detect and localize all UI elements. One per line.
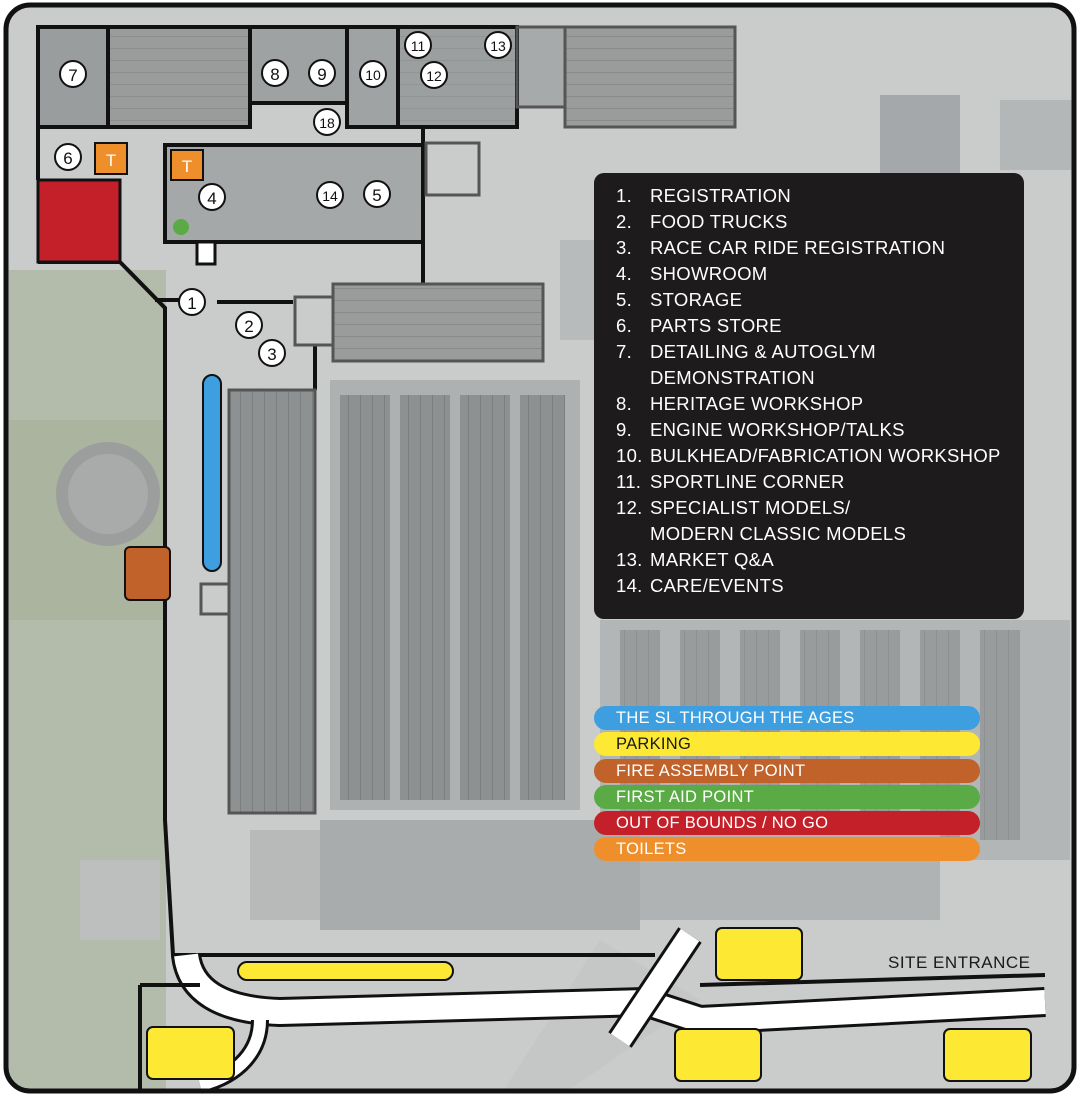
legend-item-detailing: 7.DETAILING & AUTOGLYM DEMONSTRATION (616, 341, 876, 388)
svg-text:T: T (182, 157, 192, 176)
roads (140, 927, 1046, 1094)
svg-text:10: 10 (365, 67, 381, 83)
marker-6: 6 (54, 143, 82, 171)
svg-text:4: 4 (207, 189, 216, 208)
legend-list: 1.REGISTRATION 2.FOOD TRUCKS 3.RACE CAR … (594, 173, 1024, 599)
marker-7: 7 (59, 60, 87, 88)
sl-through-ages-zone (202, 374, 222, 572)
svg-text:3: 3 (267, 345, 276, 364)
svg-text:T: T (106, 151, 116, 170)
legend-item-parts-store: 6.PARTS STORE (616, 315, 782, 336)
legend-item-race-car-ride: 3.RACE CAR RIDE REGISTRATION (616, 237, 946, 258)
marker-2: 2 (235, 311, 263, 339)
legend-item-showroom: 4.SHOWROOM (616, 263, 768, 284)
legend-item-care-events: 14.CARE/EVENTS (616, 575, 784, 596)
key-out-of-bounds: OUT OF BOUNDS / NO GO (594, 811, 980, 835)
key-fire-assembly-point: FIRE ASSEMBLY POINT (594, 759, 980, 783)
key-parking: PARKING (594, 732, 980, 756)
legend-item-specialist-models: 12.SPECIALIST MODELS/ MODERN CLASSIC MOD… (616, 497, 907, 544)
grey-outlines (199, 25, 737, 815)
svg-text:2: 2 (244, 317, 253, 336)
marker-14: 14 (316, 181, 344, 209)
legend-item-storage: 5.STORAGE (616, 289, 743, 310)
legend-item-engine-workshop: 9.ENGINE WORKSHOP/TALKS (616, 419, 905, 440)
map-frame (3, 2, 1077, 1094)
legend-item-heritage-workshop: 8.HERITAGE WORKSHOP (616, 393, 864, 414)
fire-assembly-point (124, 546, 171, 601)
toilet-marker-1: T (94, 142, 128, 175)
marker-10: 10 (359, 60, 387, 88)
marker-11: 11 (404, 31, 432, 59)
legend-panel: 1.REGISTRATION 2.FOOD TRUCKS 3.RACE CAR … (594, 173, 1024, 619)
first-aid-marker (173, 219, 189, 235)
svg-text:6: 6 (63, 149, 72, 168)
marker-1: 1 (178, 288, 206, 316)
svg-text:18: 18 (319, 115, 335, 131)
legend-item-bulkhead: 10.BULKHEAD/FABRICATION WORKSHOP (616, 445, 1001, 466)
out-of-bounds-zone (36, 178, 122, 264)
marker-3: 3 (258, 339, 286, 367)
marker-4: 4 (198, 183, 226, 211)
marker-18: 18 (313, 108, 341, 136)
marker-5: 5 (363, 180, 391, 208)
numbered-markers: 1 2 3 4 5 6 7 8 9 10 11 12 13 14 18 (54, 31, 512, 367)
marker-9: 9 (308, 59, 336, 87)
svg-text:5: 5 (372, 186, 381, 205)
legend-item-sportline: 11.SPORTLINE CORNER (616, 471, 845, 492)
legend-item-registration: 1.REGISTRATION (616, 185, 791, 206)
site-entrance-label: SITE ENTRANCE (888, 953, 1031, 972)
svg-text:12: 12 (426, 68, 442, 84)
marker-12: 12 (420, 61, 448, 89)
parking-zones (146, 927, 1032, 1082)
svg-text:1: 1 (187, 294, 196, 313)
svg-text:8: 8 (270, 65, 279, 84)
svg-text:9: 9 (317, 65, 326, 84)
marker-8: 8 (261, 59, 289, 87)
legend-item-food-trucks: 2.FOOD TRUCKS (616, 211, 788, 232)
toilet-marker-2: T (170, 149, 204, 181)
svg-text:14: 14 (322, 188, 338, 204)
legend-item-market-qa: 13.MARKET Q&A (616, 549, 774, 570)
marker-13: 13 (484, 31, 512, 59)
svg-text:13: 13 (490, 38, 506, 54)
svg-text:7: 7 (68, 66, 77, 85)
svg-text:11: 11 (411, 38, 426, 54)
key-sl-through-ages: THE SL THROUGH THE AGES (594, 706, 980, 730)
key-toilets: TOILETS (594, 837, 980, 861)
key-first-aid-point: FIRST AID POINT (594, 785, 980, 809)
